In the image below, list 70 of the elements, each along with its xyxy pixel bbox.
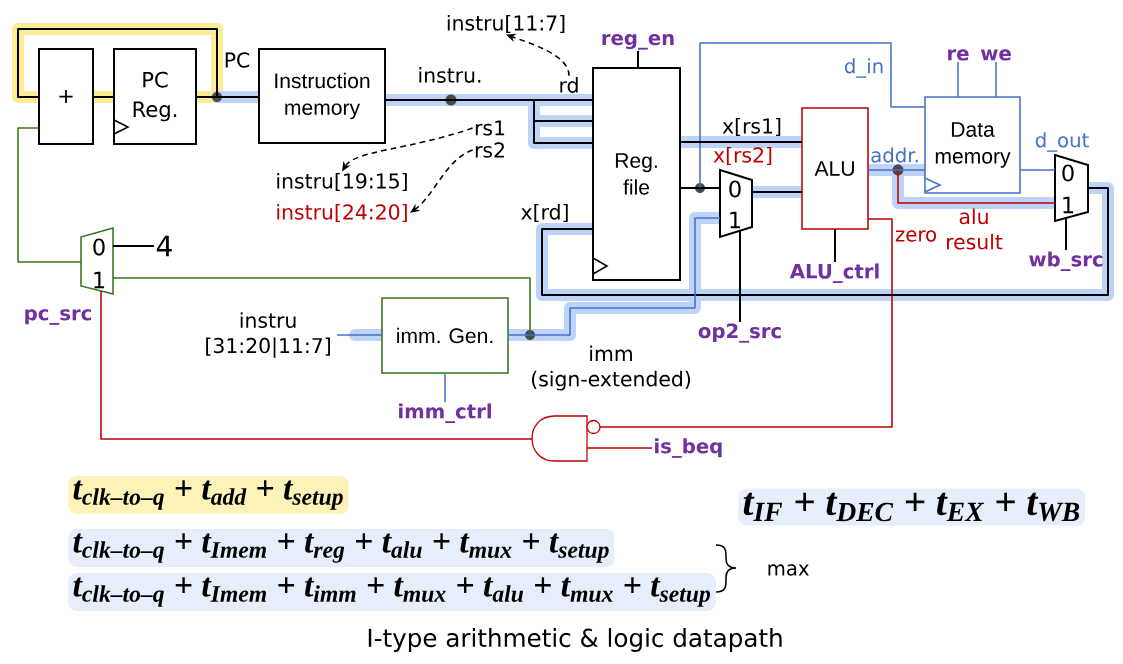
control-signal-label: imm_ctrl <box>399 403 491 423</box>
signal-label: addr. <box>871 147 918 163</box>
wire <box>444 372 446 403</box>
bit-field-label: instru[19:15] <box>277 172 407 192</box>
wire <box>699 42 926 189</box>
adder-box: + <box>38 48 94 145</box>
signal-label: x[rs1] <box>722 117 781 137</box>
signal-label: pc_src <box>25 309 92 325</box>
generator-box: imm. Gen. <box>381 297 509 374</box>
wire <box>599 218 893 428</box>
and-gate <box>531 415 601 462</box>
control-signal-label: op2_src <box>698 323 781 343</box>
wire <box>507 334 531 336</box>
formula: t$_{clk–to–q}$ + t$_{add}$ + t$_{setup}$ <box>68 476 349 514</box>
signal-label: zero <box>895 230 937 242</box>
wire <box>739 229 741 323</box>
caption: I-type arithmetic & logic datapath <box>368 628 782 652</box>
wire <box>679 141 803 143</box>
control-signal-label: ALU_ctrl <box>789 263 879 283</box>
signal-label: d_out <box>1035 132 1089 152</box>
signal-label: instru. <box>419 67 481 83</box>
wire <box>637 50 639 69</box>
signal-label: imm (sign-extended) <box>531 345 691 391</box>
signal-label: rd <box>560 77 578 93</box>
wire <box>897 169 1056 204</box>
signal-label: x[rs2] <box>713 146 772 166</box>
wire <box>529 217 721 336</box>
wire <box>384 99 594 144</box>
wire <box>995 61 997 98</box>
wire <box>92 96 115 98</box>
control-signal-label: is_beq <box>655 438 722 458</box>
control-signal-label: we <box>980 49 1011 61</box>
alu-box: ALU <box>801 107 869 230</box>
wire <box>834 228 836 263</box>
wire <box>699 187 721 189</box>
memory-box: Instruction memory <box>258 48 386 144</box>
wire <box>17 127 82 263</box>
bit-field-label: instru [31:20|11:7] <box>206 312 330 358</box>
wire <box>1065 217 1067 251</box>
formula: t$_{clk–to–q}$ + t$_{Imem}$ + t$_{reg}$ + t$_{alu}$ + t$_{mux}$ + t$_{setup}$ <box>68 529 615 567</box>
signal-label: rs1 <box>475 120 505 136</box>
register-box: PC Reg. <box>113 48 197 145</box>
constant-label: 4 <box>156 235 172 257</box>
wire <box>751 191 803 193</box>
formula: t$_{clk–to–q}$ + t$_{Imem}$ + t$_{imm}$ + t$_{mux}$ + t$_{alu}$ + t$_{mux}$ + t$_{setup}$ <box>68 573 716 611</box>
wire <box>216 96 260 98</box>
dashed-arrow <box>410 149 474 213</box>
bit-field-label: instru[24:20] <box>277 203 407 223</box>
wire <box>100 290 534 440</box>
wire <box>112 277 531 336</box>
signal-label: rs2 <box>475 142 504 158</box>
wire <box>957 61 959 98</box>
note: max <box>768 564 809 576</box>
wire <box>867 169 899 171</box>
signal-label: d_in <box>844 58 883 78</box>
wire <box>112 245 155 247</box>
memory-box: Data memory <box>924 96 1021 194</box>
control-signal-label: re <box>948 49 969 61</box>
formula: t$_{IF}$ + t$_{DEC}$ + t$_{EX}$ + t$_{WB}$ <box>738 488 1086 526</box>
wire <box>586 447 653 449</box>
wire <box>336 334 383 336</box>
bit-field-label: instru[11:7] <box>447 14 565 34</box>
control-signal-label: wb_src <box>1029 251 1103 271</box>
register-file-box: Reg. file <box>592 67 681 281</box>
signal-label: x[rd] <box>521 203 568 223</box>
wire <box>1019 169 1056 171</box>
wire <box>679 187 701 189</box>
control-signal-label: reg_en <box>602 33 674 50</box>
wire <box>897 169 926 171</box>
signal-label: alu result <box>947 208 1003 250</box>
